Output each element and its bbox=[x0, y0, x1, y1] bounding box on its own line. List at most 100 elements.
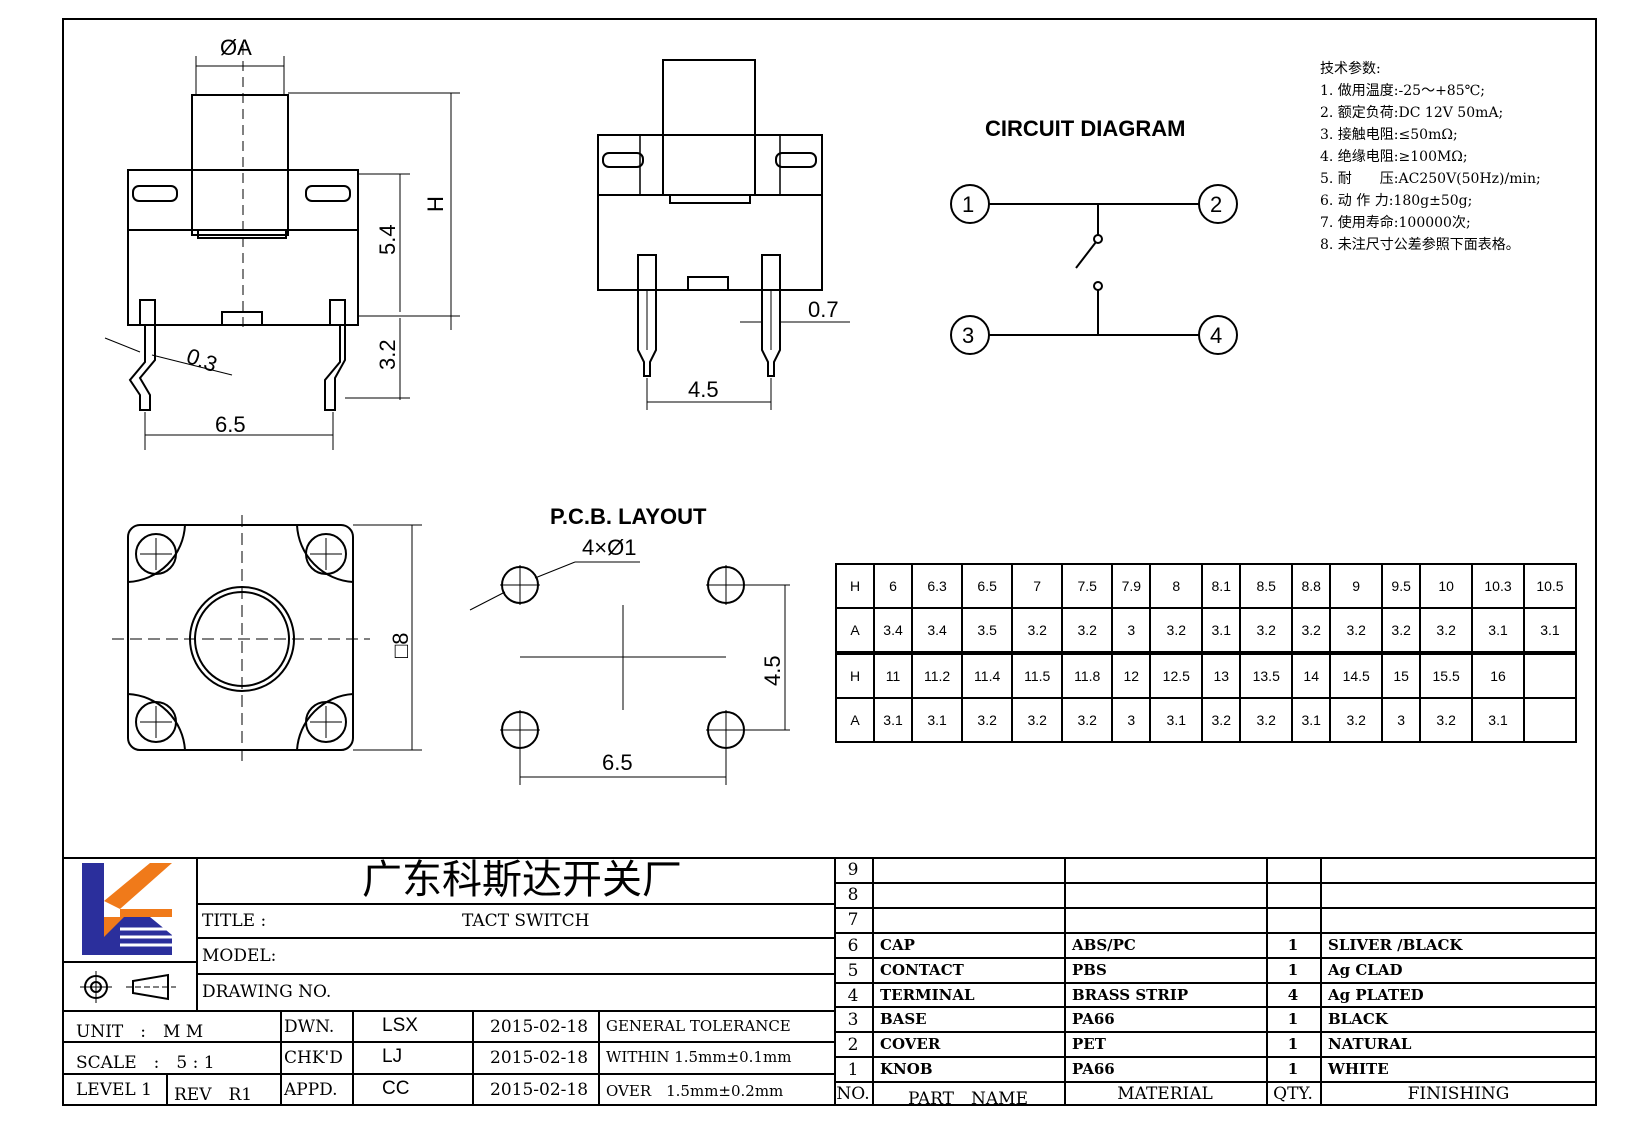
company-logo bbox=[82, 863, 172, 955]
spec-title: 技术参数: bbox=[1320, 61, 1381, 77]
pin-1-label: 1 bbox=[962, 192, 974, 217]
dim-4-5-front: 4.5 bbox=[688, 377, 719, 402]
dimension-cell bbox=[1522, 651, 1578, 699]
part-name: CONTACT bbox=[880, 961, 964, 979]
spec-item: 6. 动 作 力:180g±50g; bbox=[1320, 193, 1473, 209]
appd-name: CC bbox=[382, 1078, 410, 1099]
technical-spec: 技术参数: 1. 做用温度:-25～+85℃; 2. 额定负荷:DC 12V 5… bbox=[1320, 58, 1541, 256]
model-label: MODEL: bbox=[202, 946, 277, 966]
dimension-cell: 3.2 bbox=[1061, 607, 1114, 654]
dimension-cell: 3.1 bbox=[1291, 697, 1332, 743]
dimension-cell: 3.2 bbox=[1201, 697, 1242, 743]
spec-item: 7. 使用寿命:100000次; bbox=[1320, 215, 1471, 231]
part-no: 6 bbox=[847, 936, 859, 956]
part-finishing: WHITE bbox=[1328, 1060, 1389, 1078]
part-no: 3 bbox=[847, 1010, 859, 1030]
dimension-cell: 10 bbox=[1419, 563, 1474, 609]
top-view bbox=[112, 515, 422, 765]
dimension-cell: 3.2 bbox=[1381, 607, 1422, 654]
dimension-cell: 3.2 bbox=[1061, 697, 1114, 743]
dimension-cell: 10.5 bbox=[1522, 563, 1578, 609]
part-material: PA66 bbox=[1072, 1060, 1115, 1078]
spec-item: 2. 额定负荷:DC 12V 50mA; bbox=[1320, 105, 1504, 121]
dimension-cell: 3.2 bbox=[1419, 607, 1474, 654]
dim-6-5-side: 6.5 bbox=[215, 412, 246, 437]
dimension-cell: 7.5 bbox=[1061, 563, 1114, 609]
dimension-cell: 3.4 bbox=[872, 607, 914, 654]
dimension-cell: 3.2 bbox=[1419, 697, 1474, 743]
part-name: CAP bbox=[880, 936, 915, 954]
dim-0-3: 0.3 bbox=[183, 343, 220, 377]
dimension-cell: 11.8 bbox=[1061, 651, 1114, 699]
dimension-cell: 9.5 bbox=[1381, 563, 1422, 609]
title-value: TACT SWITCH bbox=[462, 911, 590, 931]
part-finishing: Ag PLATED bbox=[1328, 986, 1424, 1004]
dimension-cell: 14 bbox=[1291, 651, 1332, 699]
dwn-label: DWN. bbox=[284, 1017, 335, 1037]
dimension-cell: 7.9 bbox=[1111, 563, 1152, 609]
tolerance-title: GENERAL TOLERANCE bbox=[606, 1017, 791, 1035]
dimension-cell: 3.2 bbox=[1329, 607, 1384, 654]
dimension-cell: 14.5 bbox=[1329, 651, 1384, 699]
part-qty: 4 bbox=[1287, 986, 1299, 1004]
dimension-cell: 3.2 bbox=[1239, 697, 1294, 743]
spec-item: 4. 绝缘电阻:≥100MΩ; bbox=[1320, 149, 1468, 165]
dimension-cell: 12.5 bbox=[1149, 651, 1204, 699]
dimension-cell: 13.5 bbox=[1239, 651, 1294, 699]
tolerance-within: WITHIN 1.5mm±0.1mm bbox=[606, 1048, 792, 1066]
dimension-cell: 16 bbox=[1471, 651, 1525, 699]
dim-square-8: □8 bbox=[388, 632, 413, 658]
front-view bbox=[597, 59, 850, 410]
dimension-row-header: H bbox=[835, 563, 875, 609]
part-material: BRASS STRIP bbox=[1072, 986, 1189, 1004]
dimension-cell: 3.1 bbox=[1149, 697, 1204, 743]
part-finishing: Ag CLAD bbox=[1328, 961, 1403, 979]
spec-item: 3. 接触电阻:≤50mΩ; bbox=[1320, 127, 1458, 143]
projection-symbol-icon bbox=[80, 971, 176, 1003]
dimension-cell: 15 bbox=[1381, 651, 1422, 699]
dimension-cell: 8 bbox=[1149, 563, 1204, 609]
dimension-cell: 3.1 bbox=[1471, 697, 1525, 743]
dwn-date: 2015-02-18 bbox=[490, 1017, 589, 1037]
part-qty: 1 bbox=[1287, 961, 1299, 979]
dim-4-5-pcb: 4.5 bbox=[760, 655, 785, 686]
dimension-row-header: H bbox=[835, 651, 875, 699]
parts-header-material: MATERIAL bbox=[1117, 1084, 1213, 1104]
spec-item: 8. 未注尺寸公差参照下面表格。 bbox=[1320, 237, 1520, 253]
level-label: LEVEL 1 bbox=[76, 1080, 152, 1100]
drawing-views: ØA H 5.4 3.2 0.3 6.5 0.7 4.5 bbox=[104, 35, 1238, 785]
parts-header-qty: QTY. bbox=[1273, 1084, 1313, 1104]
dimension-cell: 11.2 bbox=[911, 651, 964, 699]
dimension-cell: 3.1 bbox=[911, 697, 964, 743]
pcb-holes-label: 4×Ø1 bbox=[582, 535, 636, 560]
dimension-cell: 9 bbox=[1329, 563, 1384, 609]
dim-5-4: 5.4 bbox=[375, 224, 400, 255]
dimension-cell: 10.3 bbox=[1471, 563, 1525, 609]
company-name: 广东科斯达开关厂 bbox=[362, 857, 682, 903]
spec-item: 1. 做用温度:-25～+85℃; bbox=[1320, 83, 1485, 99]
dimension-cell: 3.1 bbox=[1522, 607, 1578, 654]
unit-label: UNIT : M M bbox=[76, 1022, 204, 1042]
dimension-cell: 3.2 bbox=[961, 697, 1014, 743]
dimension-cell: 3.2 bbox=[1011, 697, 1064, 743]
dimension-cell: 3.4 bbox=[911, 607, 964, 654]
pcb-layout bbox=[469, 561, 790, 785]
dim-diameter-a: ØA bbox=[220, 35, 252, 60]
chk-date: 2015-02-18 bbox=[490, 1048, 589, 1068]
part-finishing: SLIVER /BLACK bbox=[1328, 936, 1463, 954]
parts-header-no: NO. bbox=[836, 1084, 870, 1104]
circuit-title: CIRCUIT DIAGRAM bbox=[985, 116, 1185, 141]
dimension-cell: 3 bbox=[1381, 697, 1422, 743]
dimension-cell: 8.5 bbox=[1239, 563, 1294, 609]
part-qty: 1 bbox=[1287, 1035, 1299, 1053]
part-no: 1 bbox=[847, 1060, 859, 1080]
rev-label: REV R1 bbox=[174, 1085, 253, 1105]
part-qty: 1 bbox=[1287, 1010, 1299, 1028]
dimension-cell: 3.1 bbox=[1201, 607, 1242, 654]
dimension-cell: 3.2 bbox=[1011, 607, 1064, 654]
pin-3-label: 3 bbox=[962, 323, 974, 348]
dimension-cell bbox=[1522, 697, 1578, 743]
dimension-cell: 3.1 bbox=[872, 697, 914, 743]
